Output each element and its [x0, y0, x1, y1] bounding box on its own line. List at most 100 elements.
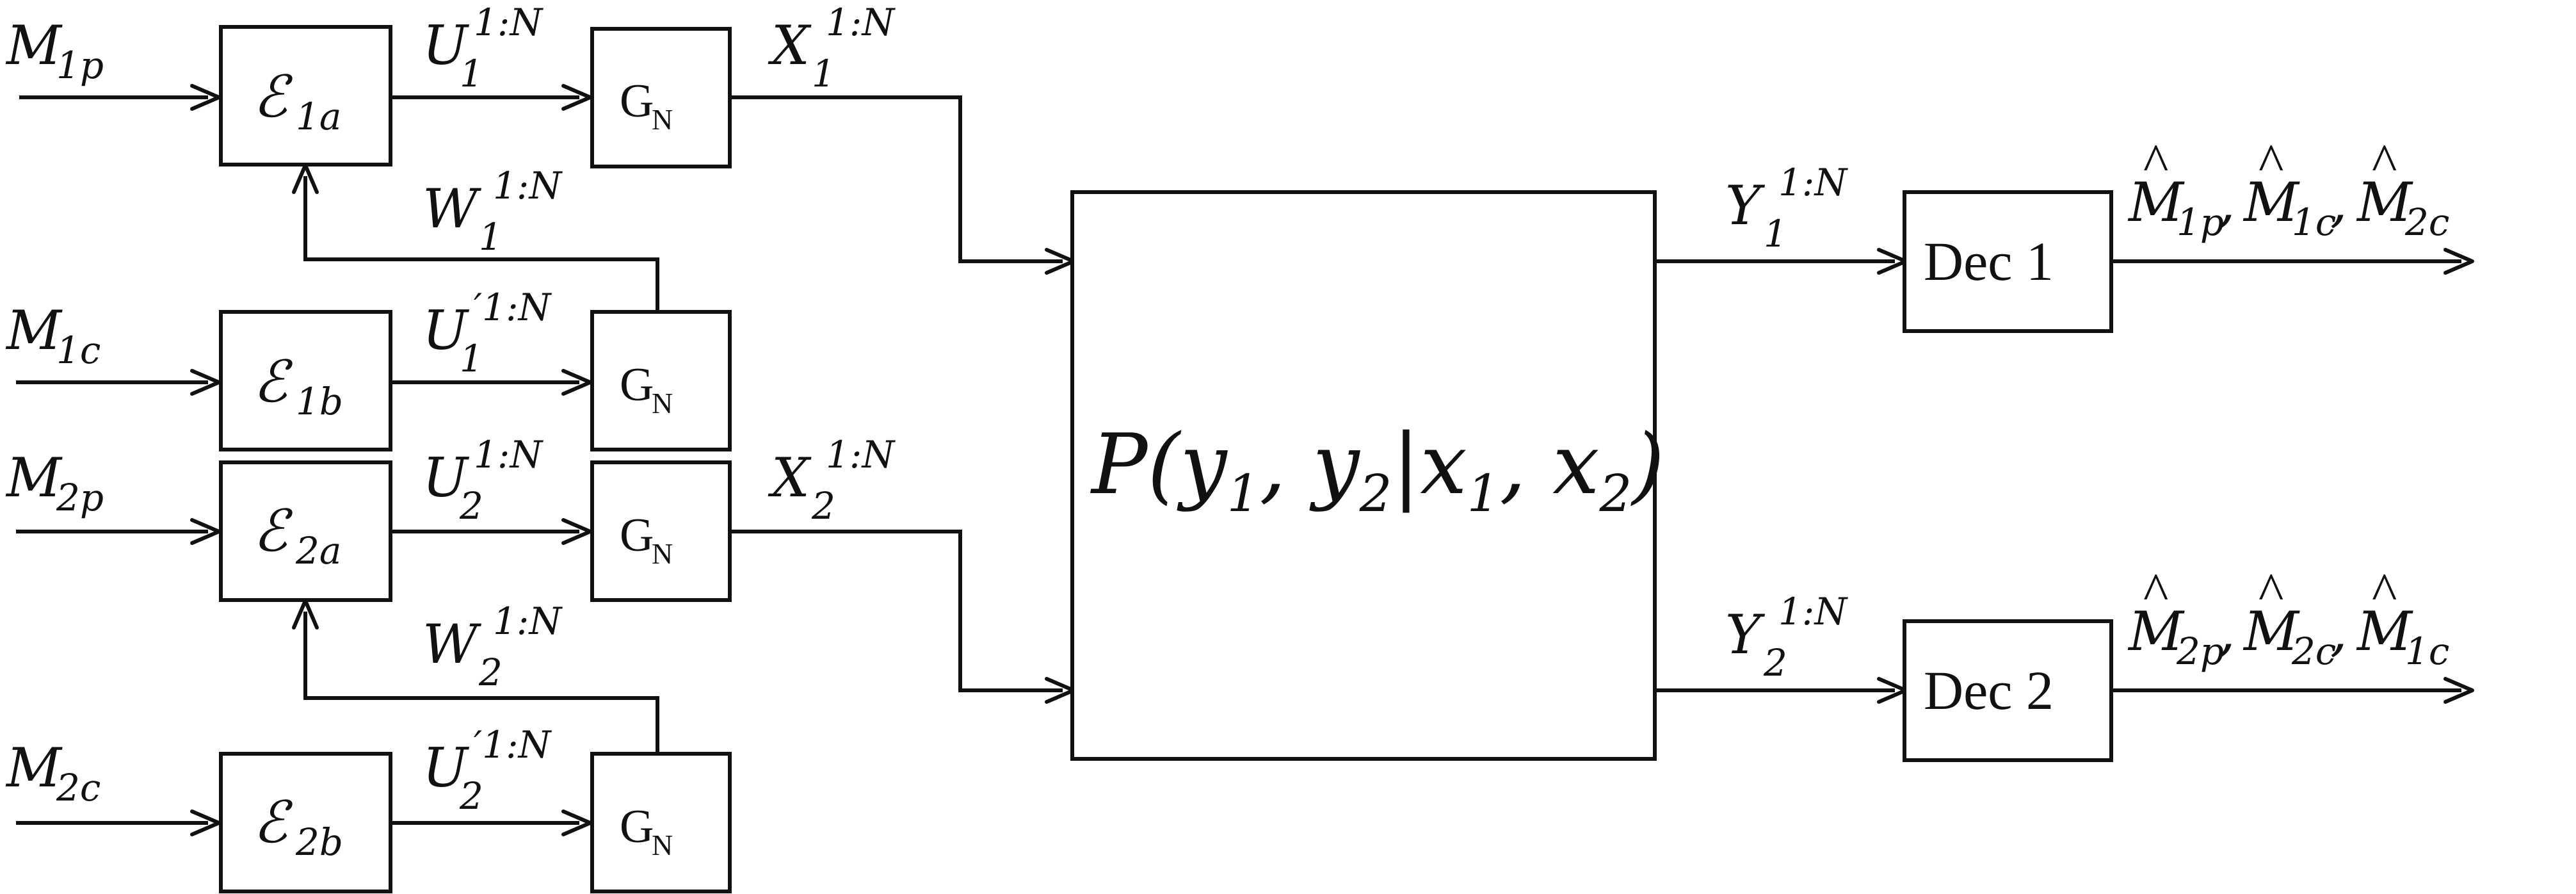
svg-text:1: 1 [479, 215, 503, 259]
label-y1: Y 1 1:N [1725, 161, 1848, 256]
svg-text:2c: 2c [2404, 200, 2449, 244]
wires [16, 84, 2474, 836]
svg-text:2p: 2p [56, 476, 104, 519]
svg-text:2: 2 [478, 651, 503, 694]
channel-label: P(y1, y2|x1, x2) [1090, 416, 1664, 523]
svg-text:1:N: 1:N [1778, 590, 1848, 633]
svg-text:Y: Y [1725, 603, 1766, 666]
svg-text:,: , [2330, 171, 2347, 234]
svg-text:,: , [2330, 600, 2347, 663]
channel-block: P(y1, y2|x1, x2) [1070, 190, 1664, 761]
svg-text:1c: 1c [56, 329, 101, 372]
svg-text:2p: 2p [2176, 630, 2224, 673]
out2-hat-c: ^ [2372, 562, 2397, 622]
out1-hat-b: ^ [2258, 133, 2283, 193]
svg-text:2c: 2c [2291, 630, 2336, 673]
e2a-base: ℰ [253, 498, 293, 565]
gn4-sub: N [652, 829, 673, 861]
svg-text:2: 2 [811, 484, 835, 528]
label-m1c: M 1c [5, 299, 101, 372]
decoder-2-block: Dec 2 [1903, 619, 2113, 762]
gn2-base: G [620, 359, 654, 411]
out1-hat-c: ^ [2372, 133, 2397, 193]
svg-text:1:N: 1:N [1778, 161, 1848, 204]
dec1-label: Dec 1 [1924, 231, 2054, 292]
svg-text:M: M [2127, 600, 2185, 663]
gn3-base: G [620, 509, 654, 562]
gn3-sub: N [652, 537, 673, 570]
label-u1-prime: U 1 ′1:N [423, 286, 552, 380]
svg-text:M: M [2242, 171, 2300, 234]
svg-text:M: M [2242, 600, 2300, 663]
encoder-e2a-block: ℰ 2a [219, 460, 392, 602]
svg-text:1:N: 1:N [493, 599, 563, 643]
svg-text:1:N: 1:N [474, 1, 543, 44]
svg-text:W: W [423, 613, 482, 676]
svg-text:M: M [2356, 600, 2413, 663]
svg-text:1: 1 [460, 52, 483, 95]
svg-text:U: U [423, 446, 470, 509]
gn1-sub: N [652, 103, 673, 136]
wire-x2 [730, 530, 1063, 692]
label-m2p: M 2p [5, 446, 104, 519]
gn-block-4: G N [590, 752, 732, 893]
encoder-e1a-block: ℰ 1a [219, 25, 392, 167]
svg-text:M: M [5, 299, 63, 362]
svg-text:,: , [2218, 171, 2235, 234]
svg-text:2: 2 [1763, 641, 1787, 685]
label-output-decoder-2: ^ M 2p , ^ M 2c , ^ M 1c [2127, 562, 2449, 673]
label-output-decoder-1: ^ M 1p , ^ M 1c , ^ M 2c [2127, 133, 2449, 244]
label-u1: U 1 1:N [423, 1, 543, 95]
svg-text:U: U [423, 14, 470, 77]
encoder-e1b-block: ℰ 1b [219, 310, 392, 451]
gn1-base: G [620, 75, 654, 127]
svg-text:W: W [423, 177, 482, 240]
out1-hat-a: ^ [2143, 133, 2168, 193]
svg-text:1:N: 1:N [474, 433, 543, 476]
svg-text:M: M [2127, 171, 2185, 234]
out2-hat-b: ^ [2258, 562, 2283, 622]
svg-text:1: 1 [1764, 212, 1787, 256]
wire-w2 [303, 612, 659, 752]
svg-text:1c: 1c [2292, 200, 2336, 244]
dec2-label: Dec 2 [1924, 660, 2054, 721]
svg-text:,: , [2218, 600, 2235, 663]
svg-text:1:N: 1:N [826, 1, 896, 44]
label-m2c: M 2c [5, 736, 101, 809]
wire-w1 [303, 176, 659, 312]
decoder-1-block: Dec 1 [1903, 190, 2113, 333]
svg-text:1p: 1p [2177, 200, 2224, 244]
e1a-base: ℰ [253, 63, 293, 131]
label-u2: U 2 1:N [423, 433, 543, 528]
e1b-sub: 1b [296, 380, 343, 423]
encoder-e2b-block: ℰ 2b [219, 752, 392, 893]
label-w2: W 2 1:N [423, 599, 563, 694]
svg-text:1c: 1c [2405, 630, 2449, 673]
svg-text:X: X [768, 446, 812, 509]
svg-text:M: M [5, 14, 63, 77]
svg-text:2c: 2c [56, 766, 101, 809]
gn-block-2: G N [590, 310, 732, 451]
svg-text:1p: 1p [56, 44, 104, 87]
gn-block-3: G N [590, 460, 732, 602]
svg-text:1: 1 [460, 337, 483, 380]
e2a-sub: 2a [295, 529, 341, 573]
label-x1: X 1 1:N [768, 1, 896, 95]
svg-text:Y: Y [1725, 174, 1766, 237]
svg-text:2: 2 [459, 484, 483, 528]
svg-text:1:N: 1:N [826, 433, 896, 476]
e2b-sub: 2b [295, 820, 343, 864]
head-out2 [2443, 677, 2474, 704]
e2b-base: ℰ [253, 789, 293, 856]
label-u2-prime: U 2 ′1:N [423, 723, 552, 818]
svg-text:M: M [5, 736, 63, 799]
svg-text:U: U [423, 299, 470, 362]
gn-block-1: G N [590, 27, 732, 168]
label-y2: Y 2 1:N [1725, 590, 1848, 685]
label-x2: X 2 1:N [768, 433, 896, 528]
head-out1 [2443, 248, 2474, 275]
svg-text:1:N: 1:N [493, 164, 563, 207]
svg-text:M: M [2356, 171, 2413, 234]
svg-text:′1:N: ′1:N [474, 723, 552, 767]
